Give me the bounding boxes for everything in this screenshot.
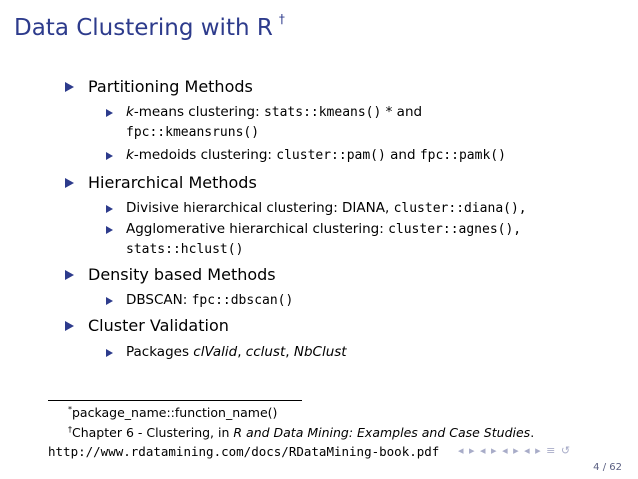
sub-bullet-icon — [106, 205, 113, 213]
bullet-icon — [65, 178, 74, 188]
footnote-url[interactable]: http://www.rdatamining.com/docs/RDataMin… — [48, 444, 440, 459]
bullet-icon — [65, 82, 74, 92]
bullet-icon — [65, 270, 74, 280]
section-density: Density based Methods — [88, 265, 276, 284]
sub-bullet-icon — [106, 109, 113, 117]
item-kmeans: k-means clustering: stats::kmeans() * an… — [126, 104, 423, 120]
sub-bullet-icon — [106, 226, 113, 234]
footnote-rule — [48, 400, 302, 401]
sub-bullet-icon — [106, 349, 113, 357]
bullet-icon — [65, 321, 74, 331]
beamer-navigation-icons[interactable]: ◂ ▸ ◂ ▸ ◂ ▸ ◂ ▸ ≡ ↺ — [458, 444, 572, 457]
item-agglomerative: Agglomerative hierarchical clustering: c… — [126, 221, 522, 237]
sub-bullet-icon — [106, 297, 113, 305]
section-hierarchical: Hierarchical Methods — [88, 173, 257, 192]
item-packages: Packages clValid, cclust, NbClust — [126, 344, 347, 360]
footnote-2: †Chapter 6 - Clustering, in R and Data M… — [68, 425, 535, 440]
section-validation: Cluster Validation — [88, 316, 229, 335]
item-agglomerative-cont: stats::hclust() — [126, 242, 244, 257]
item-kmedoids: k-medoids clustering: cluster::pam() and… — [126, 147, 506, 163]
item-dbscan: DBSCAN: fpc::dbscan() — [126, 292, 294, 308]
slide-title: Data Clustering with R † — [14, 12, 285, 41]
slide-title-text: Data Clustering with R — [14, 15, 273, 41]
sub-bullet-icon — [106, 152, 113, 160]
footnote-1: *package_name::function_name() — [68, 405, 278, 420]
section-partitioning: Partitioning Methods — [88, 77, 253, 96]
page-number: 4 / 62 — [593, 462, 622, 473]
title-footnote-mark: † — [278, 12, 285, 26]
item-divisive: Divisive hierarchical clustering: DIANA,… — [126, 200, 527, 216]
item-kmeans-cont: fpc::kmeansruns() — [126, 125, 260, 140]
